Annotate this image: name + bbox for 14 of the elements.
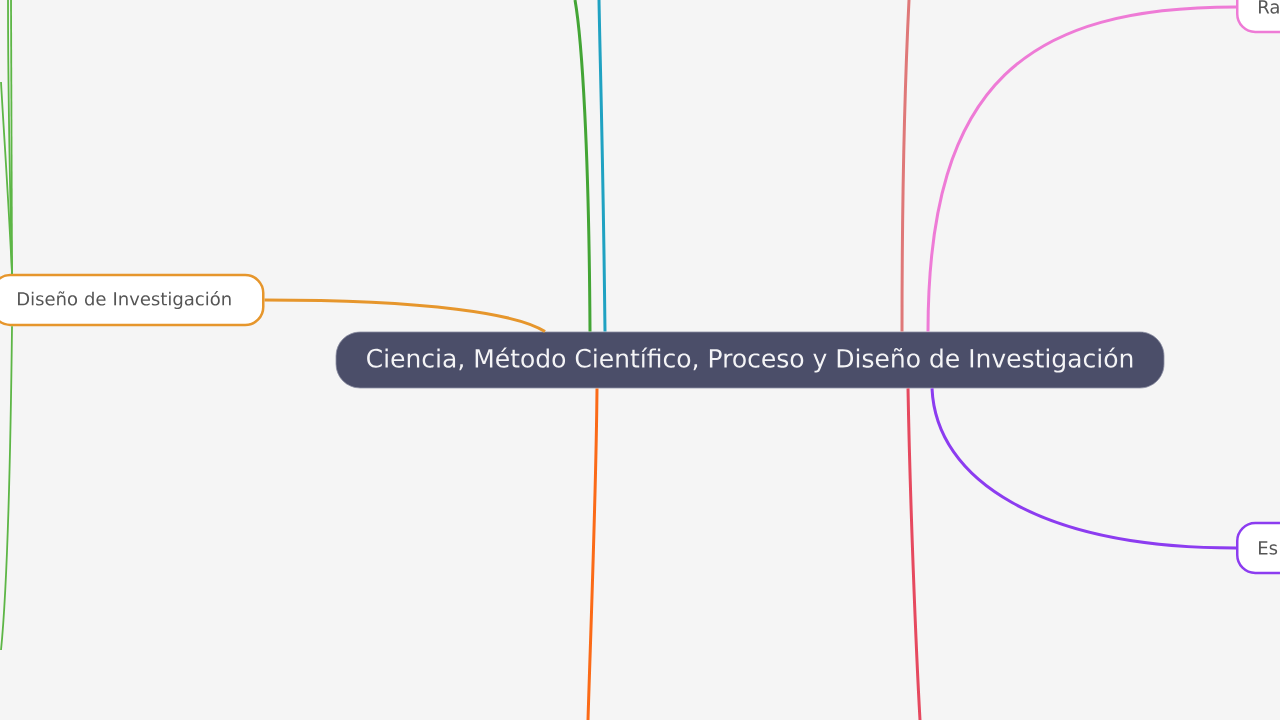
main-topic-box: Ciencia, Método Científico, Proceso y Diseño de Investigación xyxy=(335,331,1165,389)
branch-line xyxy=(264,298,546,333)
subtopic-box: Es xyxy=(1236,521,1280,575)
branch-line xyxy=(926,5,1237,332)
branch-line xyxy=(0,325,13,651)
subtopic-box: Ra xyxy=(1236,0,1280,34)
branch-line xyxy=(0,81,13,275)
branch-line xyxy=(597,0,607,332)
branch-line xyxy=(906,388,922,720)
branch-line xyxy=(573,0,592,332)
subtopic-box: Diseño de Investigación xyxy=(0,273,265,327)
branch-line xyxy=(586,388,599,720)
branch-line xyxy=(900,0,911,332)
branch-line xyxy=(930,388,1237,550)
